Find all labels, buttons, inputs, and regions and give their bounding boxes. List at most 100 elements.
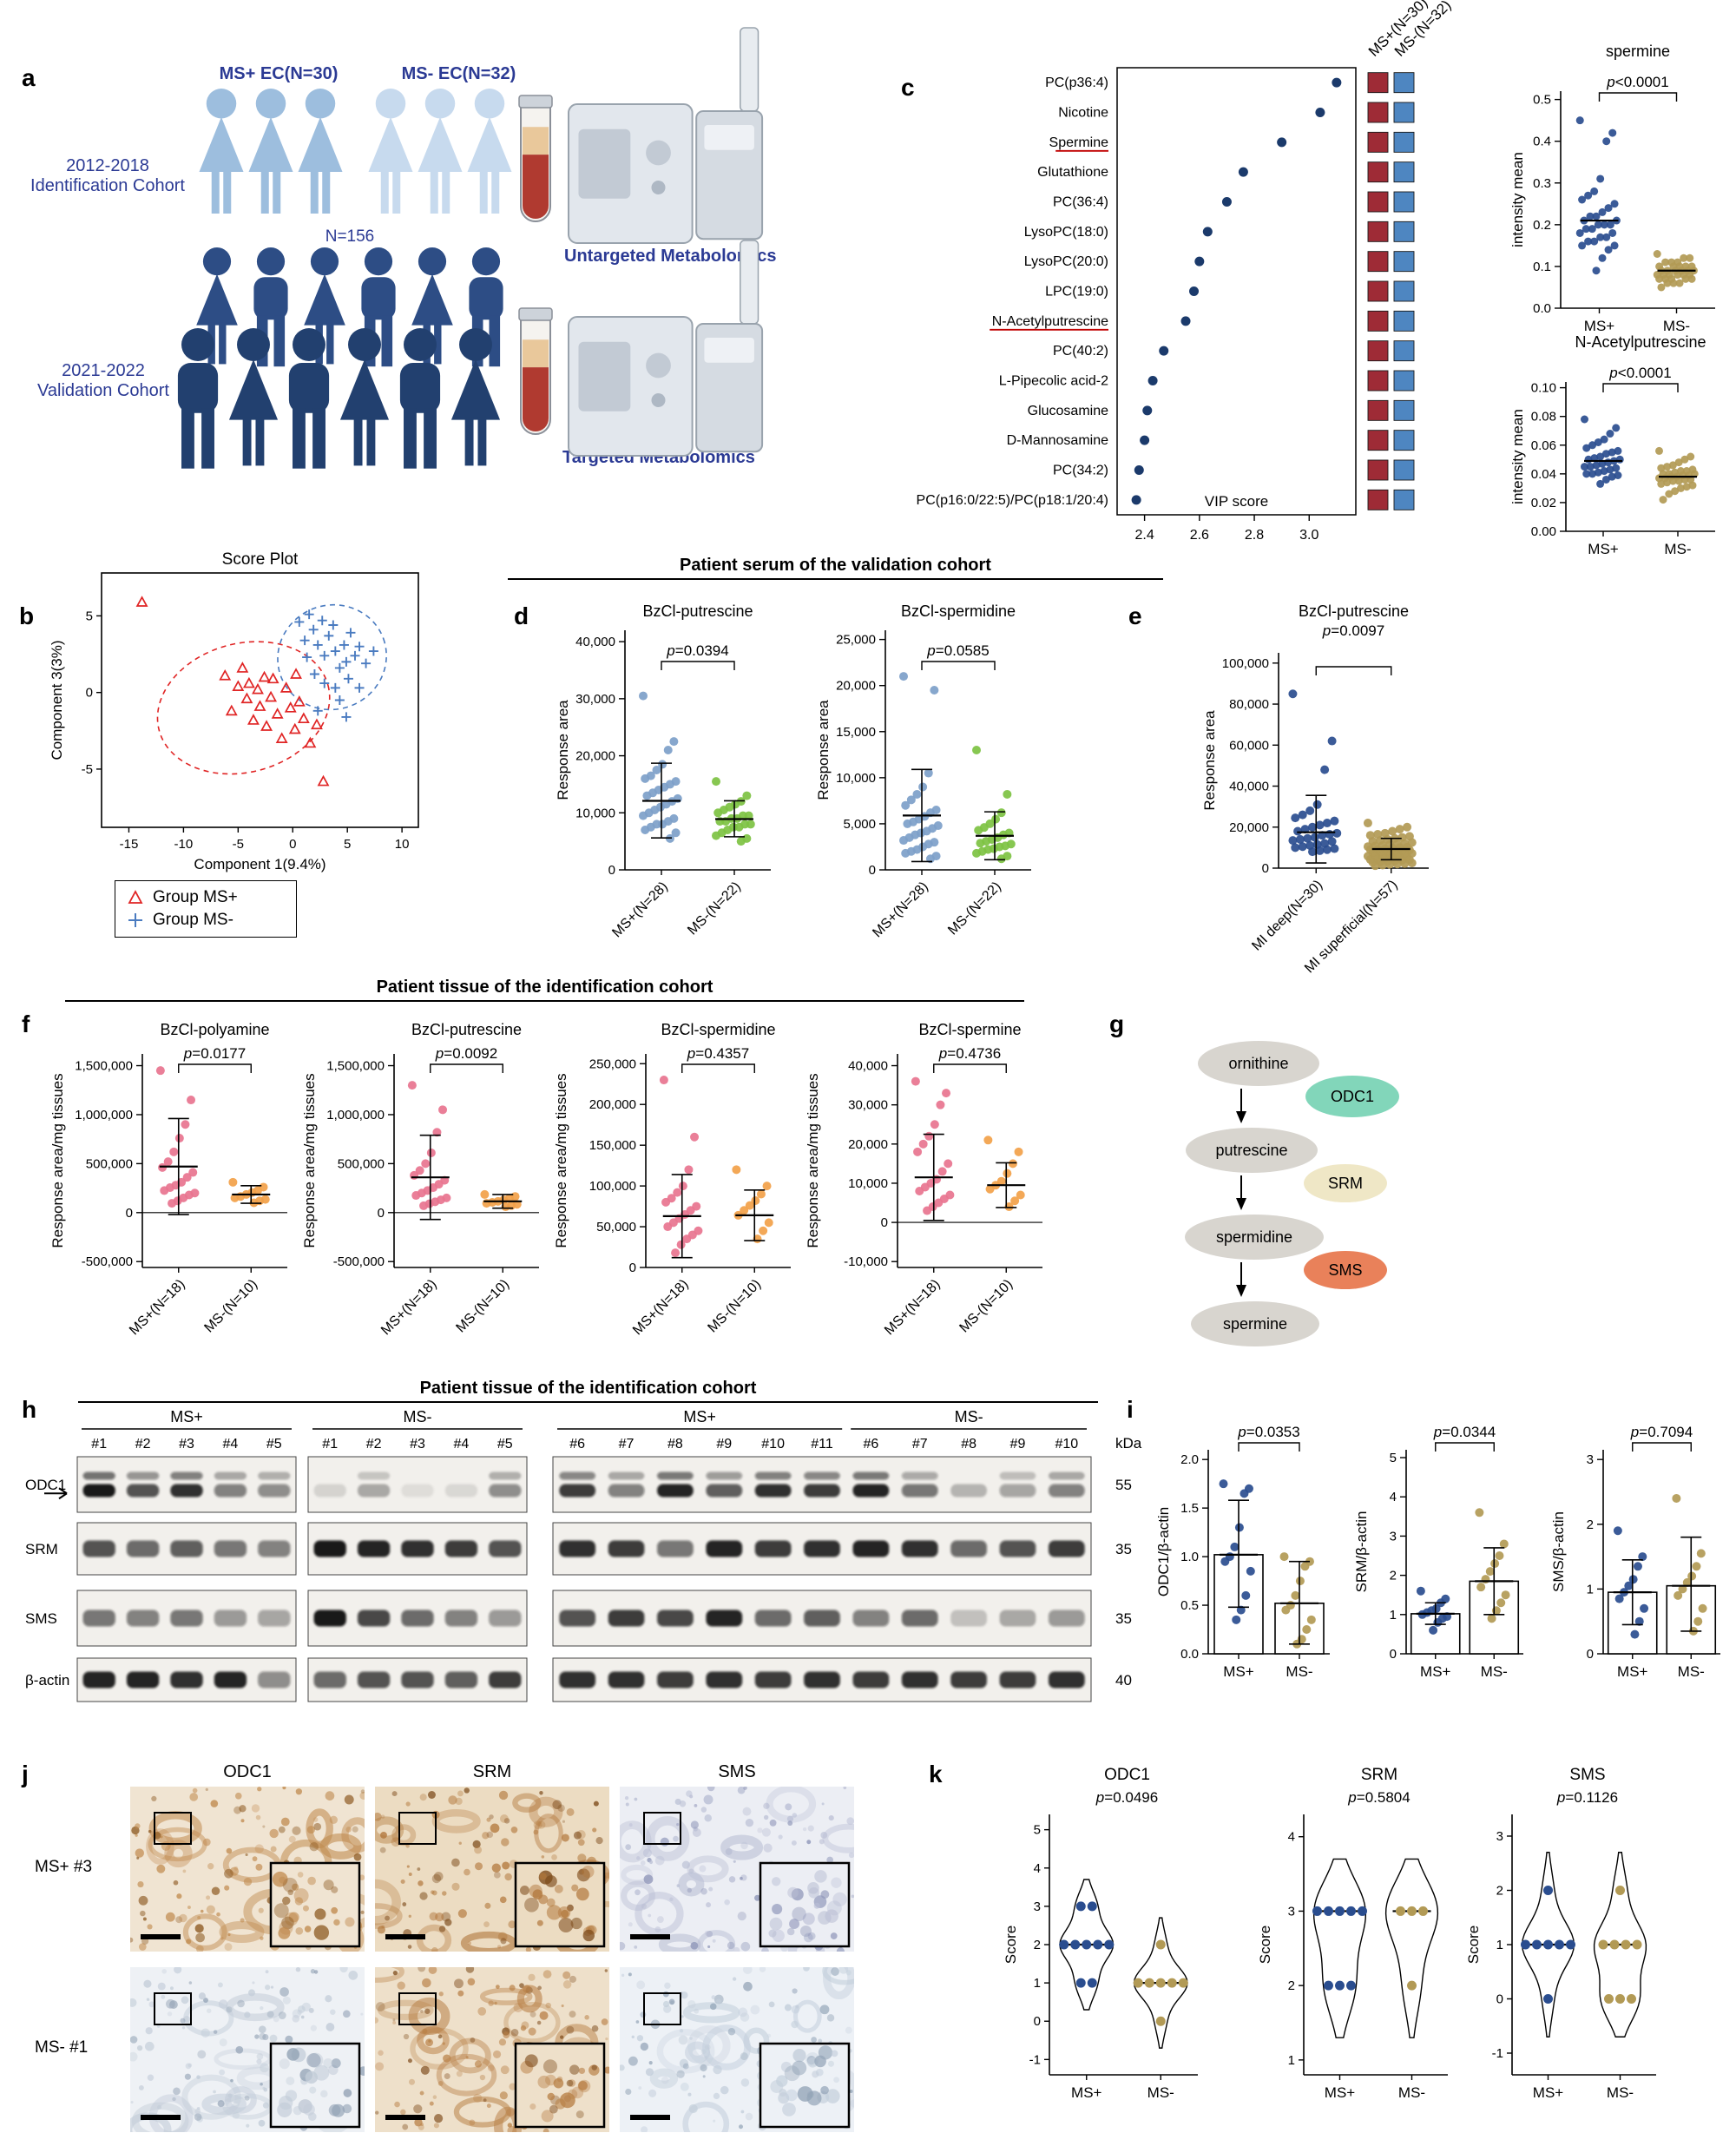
- svg-text:#4: #4: [454, 1437, 470, 1452]
- svg-text:MS-: MS-: [1147, 2084, 1174, 2101]
- svg-text:#2: #2: [135, 1437, 151, 1452]
- svg-text:20,000: 20,000: [1229, 820, 1269, 835]
- pathway-node-SMS: SMS: [1304, 1251, 1387, 1289]
- svg-text:Glucosamine: Glucosamine: [1028, 404, 1108, 418]
- svg-text:Response area/mg tissues: Response area/mg tissues: [553, 1073, 569, 1248]
- panel-j-label: j: [22, 1761, 29, 1787]
- svg-text:5: 5: [1390, 1451, 1397, 1465]
- svg-text:-1: -1: [1492, 2046, 1503, 2061]
- person-icon: [339, 328, 390, 466]
- legend-item: Group MS+: [126, 886, 286, 909]
- svg-text:MS+(N=18): MS+(N=18): [378, 1277, 440, 1339]
- svg-text:p=0.0585: p=0.0585: [926, 642, 989, 659]
- svg-text:2: 2: [1034, 1938, 1041, 1952]
- svg-text:Score: Score: [1003, 1926, 1019, 1964]
- svg-text:MS+: MS+: [1325, 2084, 1356, 2101]
- svg-text:#1: #1: [91, 1437, 107, 1452]
- svg-text:#8: #8: [667, 1437, 683, 1452]
- svg-text:0.2: 0.2: [1533, 218, 1551, 233]
- svg-text:MS-: MS-: [1286, 1663, 1312, 1680]
- svg-text:SMS: SMS: [25, 1610, 57, 1627]
- svg-text:2: 2: [1288, 1978, 1295, 1993]
- person-icon: [418, 89, 463, 214]
- svg-text:#6: #6: [569, 1437, 585, 1452]
- svg-text:40,000: 40,000: [575, 635, 615, 649]
- svg-text:Response area: Response area: [1201, 710, 1218, 811]
- svg-text:#2: #2: [366, 1437, 382, 1452]
- identification-cohort-label: 2012-2018 Identification Cohort: [12, 156, 203, 196]
- svg-text:3: 3: [1288, 1904, 1295, 1919]
- pathway-node-spermine: spermine: [1191, 1301, 1319, 1346]
- svg-text:intensity mean: intensity mean: [1509, 152, 1526, 247]
- cohort1-name: Identification Cohort: [30, 176, 185, 195]
- cohort-art-svg: [177, 27, 764, 469]
- cohort2-name: Validation Cohort: [37, 381, 169, 400]
- score-plot-legend: Group MS+Group MS-: [115, 880, 297, 938]
- svg-text:3: 3: [1390, 1529, 1397, 1544]
- svg-text:VIP score: VIP score: [1205, 493, 1268, 510]
- svg-text:1,500,000: 1,500,000: [75, 1059, 133, 1074]
- svg-text:0.06: 0.06: [1531, 438, 1556, 453]
- plus-marker-icon: [128, 913, 142, 927]
- svg-text:-10,000: -10,000: [844, 1254, 888, 1269]
- person-icon: [298, 89, 343, 214]
- bzcl-putrescine-tissue: -500,0000500,0001,000,0001,500,000Respon…: [301, 1021, 539, 1339]
- svg-text:MS+: MS+: [1223, 1663, 1254, 1680]
- svg-text:20,000: 20,000: [836, 679, 876, 694]
- mass-spectrometer-icon: [568, 240, 764, 457]
- svg-text:#8: #8: [961, 1437, 976, 1452]
- svg-text:-15: -15: [120, 837, 139, 852]
- pathway-node-SRM: SRM: [1304, 1164, 1387, 1202]
- svg-text:MS+: MS+: [683, 1408, 716, 1425]
- svg-text:MS+(N=28): MS+(N=28): [870, 879, 931, 941]
- ihc-image-row0-col0: [130, 1787, 365, 1952]
- svg-text:SRM: SRM: [25, 1541, 58, 1557]
- svg-text:LPC(19:0): LPC(19:0): [1045, 285, 1108, 300]
- svg-text:Glutathione: Glutathione: [1037, 165, 1108, 180]
- triangle-marker-icon: [128, 890, 143, 904]
- svg-text:Nicotine: Nicotine: [1058, 106, 1108, 121]
- svg-text:MS-: MS-: [1663, 318, 1690, 334]
- svg-text:BzCl-putrescine: BzCl-putrescine: [642, 602, 753, 620]
- mass-spectrometer-icon: [568, 27, 764, 244]
- svg-text:5,000: 5,000: [843, 817, 876, 832]
- svg-text:p=0.1126: p=0.1126: [1556, 1789, 1618, 1806]
- pathway-node-ODC1: ODC1: [1305, 1076, 1399, 1117]
- svg-text:SRM: SRM: [1328, 1175, 1363, 1192]
- bzcl-spermine-tissue: -10,000010,00020,00030,00040,000Response…: [805, 1021, 1042, 1338]
- svg-text:LysoPC(18:0): LysoPC(18:0): [1024, 225, 1108, 240]
- person-icon: [288, 328, 330, 469]
- svg-text:1,000,000: 1,000,000: [326, 1108, 385, 1122]
- svg-text:5: 5: [344, 837, 351, 852]
- svg-text:1.5: 1.5: [1180, 1501, 1199, 1516]
- svg-text:Score Plot: Score Plot: [222, 550, 299, 569]
- svg-text:ODC1: ODC1: [1104, 1766, 1150, 1784]
- pathway-svg: ornithineODC1putrescineSRMspermidineSMSs…: [1185, 1041, 1399, 1346]
- svg-text:SRM/β-actin: SRM/β-actin: [1353, 1511, 1370, 1593]
- svg-text:MS+: MS+: [1617, 1663, 1648, 1680]
- svg-text:#7: #7: [912, 1437, 928, 1452]
- svg-text:spermine: spermine: [1223, 1315, 1287, 1333]
- svg-text:2: 2: [1390, 1569, 1397, 1583]
- svg-text:MS-: MS-: [1607, 2084, 1634, 2101]
- svg-text:#6: #6: [863, 1437, 878, 1452]
- svg-text:SMS/β-actin: SMS/β-actin: [1550, 1511, 1567, 1592]
- svg-text:0: 0: [378, 1206, 385, 1221]
- person-icon: [399, 328, 441, 469]
- svg-text:-500,000: -500,000: [82, 1254, 133, 1269]
- svg-text:MS-: MS-: [1398, 2084, 1425, 2101]
- svg-text:1,000,000: 1,000,000: [75, 1108, 133, 1122]
- svg-text:MS-: MS-: [1678, 1663, 1705, 1680]
